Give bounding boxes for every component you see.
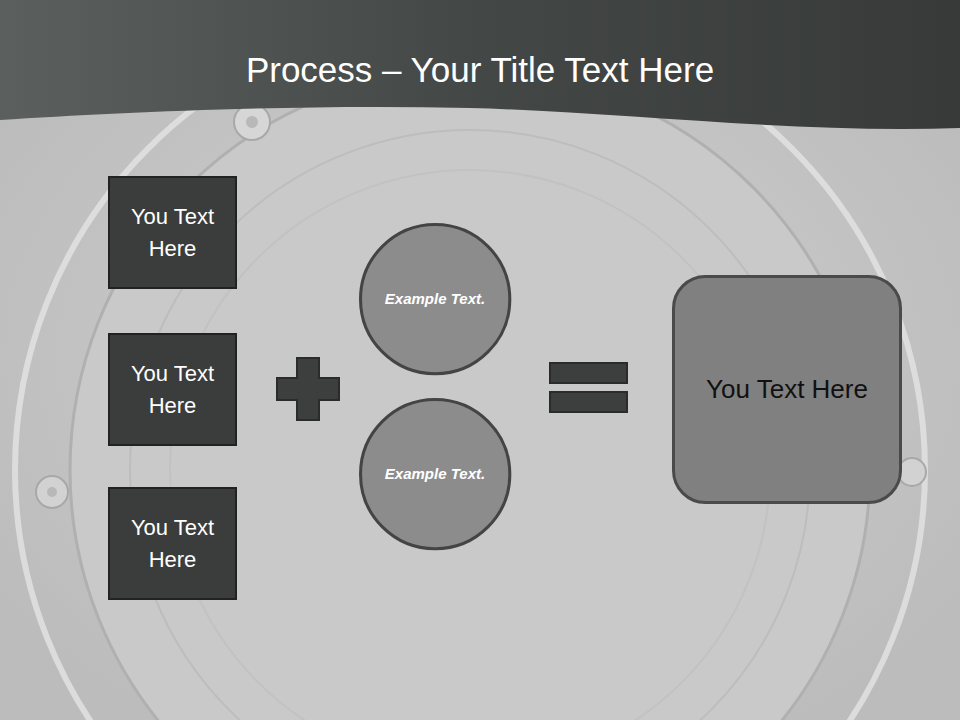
input-box: You Text Here [108, 487, 237, 600]
slide-title: Process – Your Title Text Here [0, 50, 960, 90]
node-text: You Text Here [118, 512, 227, 576]
example-circle: Example Text. [359, 223, 511, 375]
node-text: You Text Here [706, 371, 868, 409]
input-box: You Text Here [108, 333, 237, 446]
node-text: You Text Here [118, 201, 227, 265]
input-box: You Text Here [108, 176, 237, 289]
example-circle: Example Text. [359, 398, 511, 550]
node-text: Example Text. [385, 288, 485, 310]
node-text: Example Text. [385, 463, 485, 485]
node-text: You Text Here [118, 358, 227, 422]
plus-symbol [277, 358, 339, 420]
result-box: You Text Here [672, 275, 902, 504]
equals-symbol [550, 363, 627, 412]
